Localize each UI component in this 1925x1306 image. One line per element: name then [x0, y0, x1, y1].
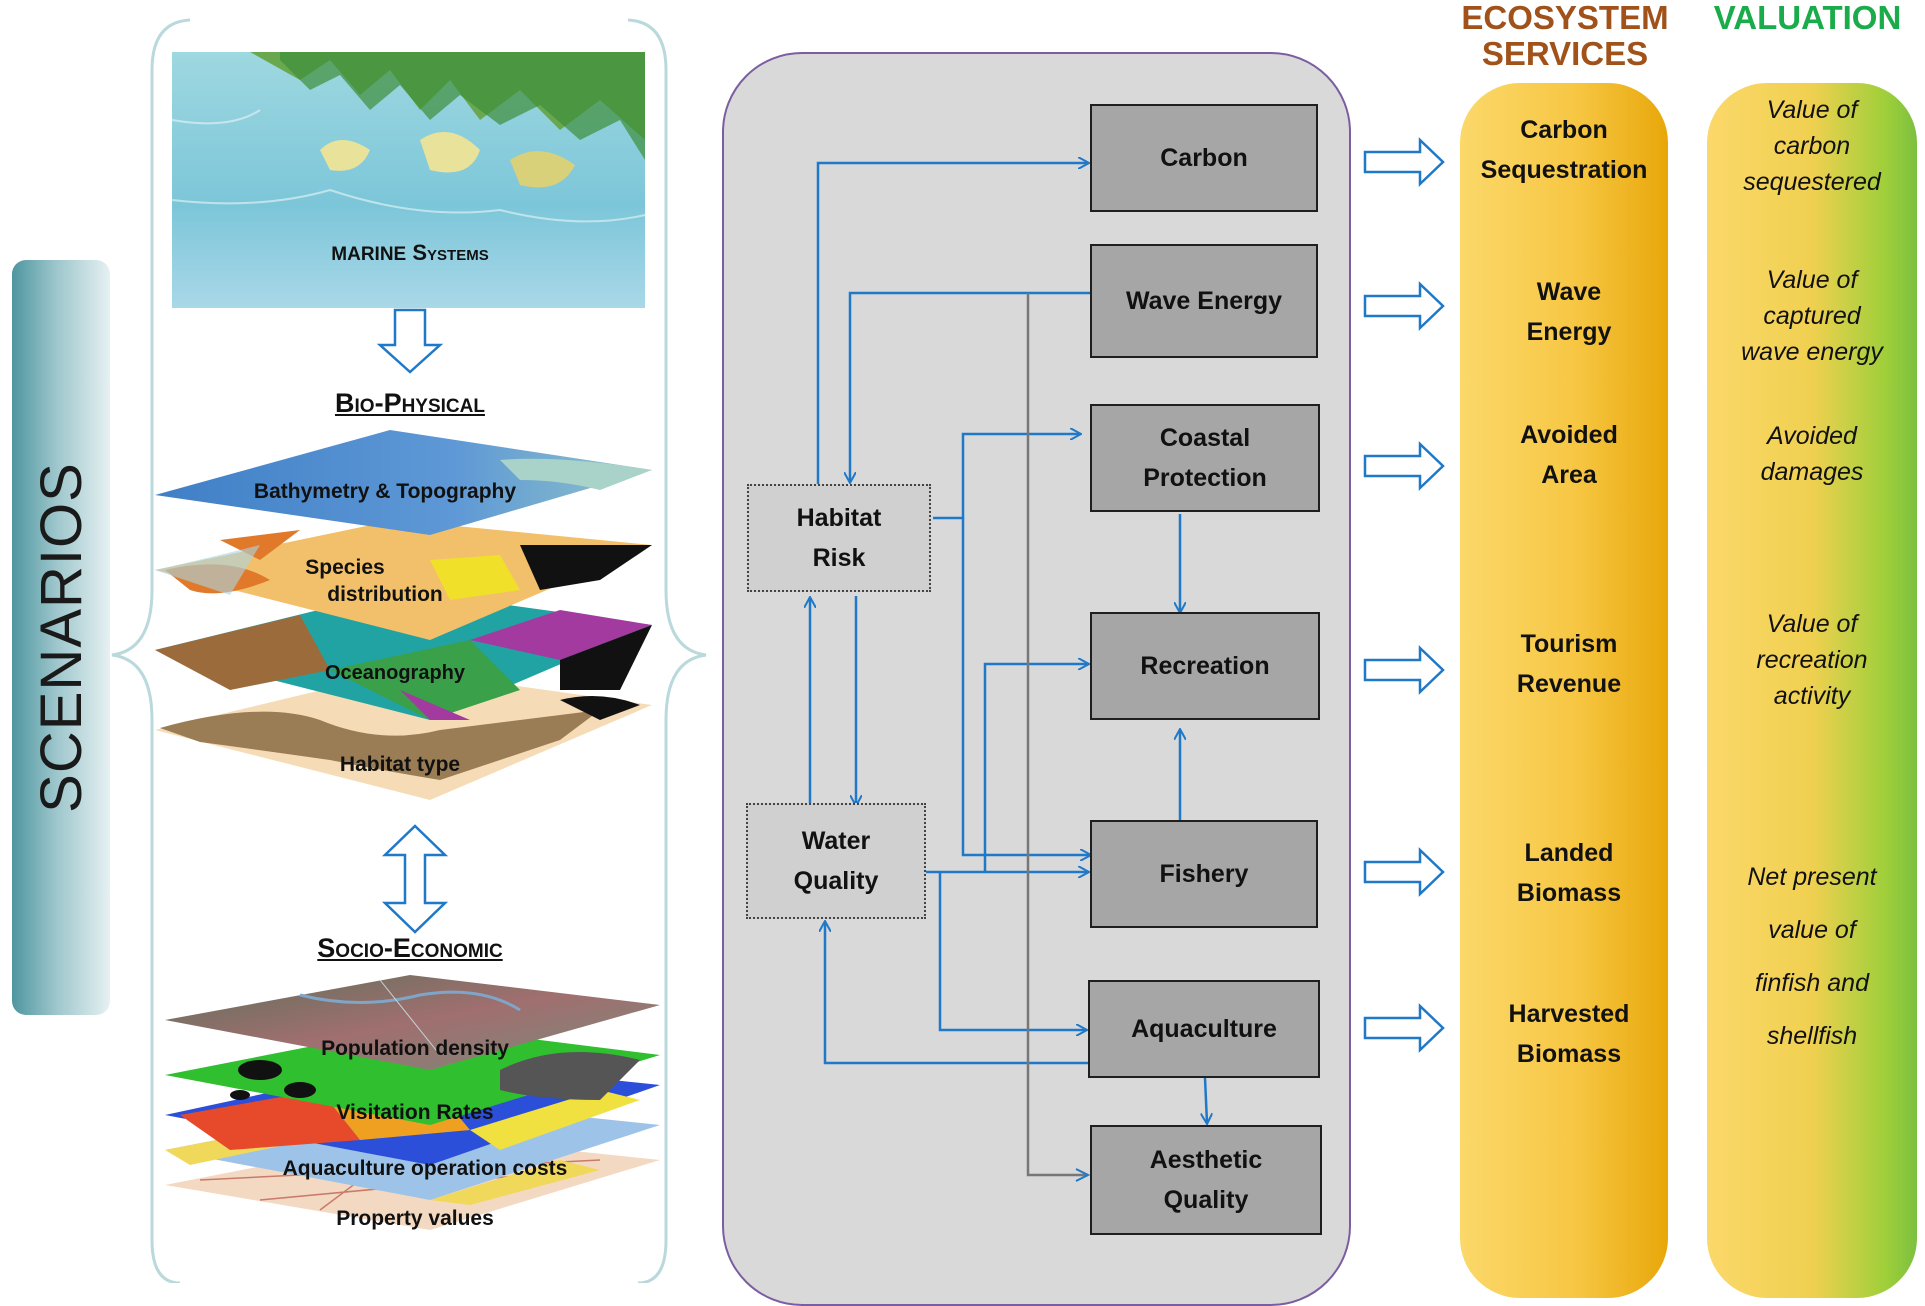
scenarios-bar: [12, 260, 110, 1015]
socioeconomic-heading: Socio-Economic: [317, 933, 503, 963]
valuation-heading: VALUATION: [1713, 0, 1902, 36]
down-arrow-marine: [376, 308, 444, 374]
ecosystem-services-heading: ECOSYSTEM SERVICES: [1461, 0, 1669, 72]
model-connectors: [0, 137, 1445, 1182]
model-fishery[interactable]: Fishery: [1090, 820, 1318, 928]
layer-oceanography-label: Oceanography: [324, 662, 466, 684]
service-arrows: [1363, 137, 1445, 1053]
brace-right: [627, 18, 707, 1283]
layer-aquaculture-costs-label: Aquaculture operation costs: [282, 1157, 568, 1180]
marine-systems-label: MARINE Systems: [331, 240, 489, 265]
model-wave-energy[interactable]: Wave Energy: [1090, 244, 1318, 358]
brace-left: [111, 18, 191, 1283]
model-aquaculture[interactable]: Aquaculture: [1088, 980, 1320, 1078]
layer-species-label: Species: [305, 556, 385, 579]
biophysical-layer-stack: [155, 430, 652, 800]
input-layers-graphic: [111, 18, 707, 1283]
layer-property-values-label: Property values: [336, 1207, 494, 1230]
model-recreation[interactable]: Recreation: [1090, 612, 1320, 720]
valuation-column: [1707, 83, 1917, 1298]
ecosystem-services-column: [1460, 83, 1668, 1298]
model-carbon[interactable]: Carbon: [1090, 104, 1318, 212]
layer-population-density-label: Population density: [321, 1037, 509, 1060]
layer-habitat-type-label: Habitat type: [339, 753, 461, 776]
layer-distribution-label: distribution: [327, 583, 443, 606]
layer-visitation-rates-label: Visitation Rates: [336, 1101, 494, 1124]
double-arrow-bio-socio: [381, 824, 449, 934]
marine-systems-map: [171, 52, 646, 308]
socioeconomic-layer-stack: [165, 975, 660, 1230]
biophysical-heading: Bio-Physical: [335, 388, 485, 418]
layer-bathymetry-label: Bathymetry & Topography: [253, 480, 517, 503]
